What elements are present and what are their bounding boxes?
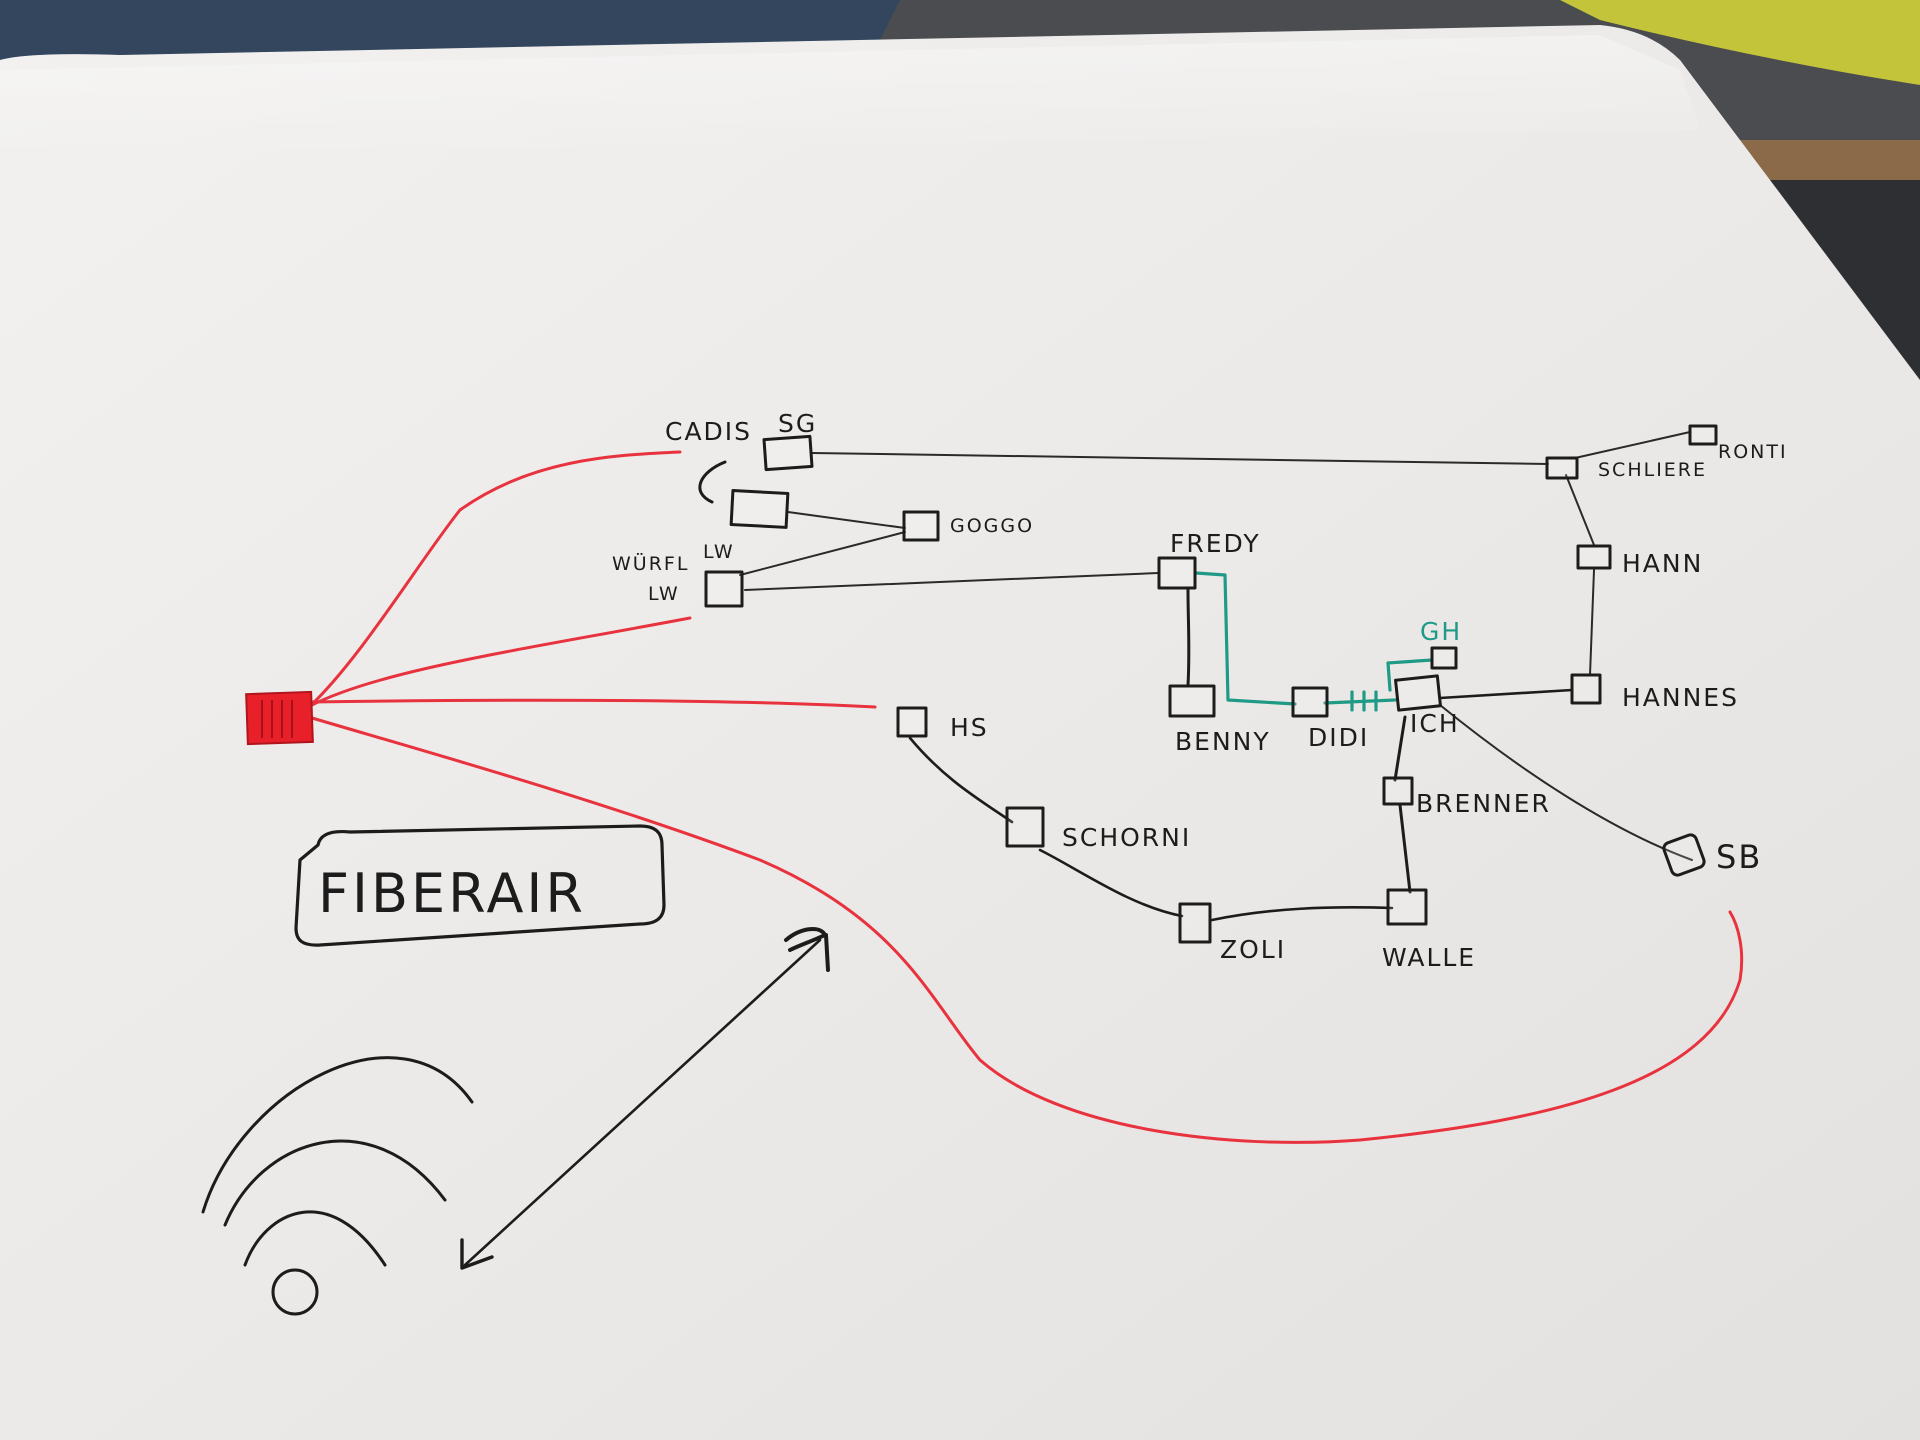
node-schliere — [1545, 456, 1579, 480]
label-lw-top: LW — [703, 541, 735, 563]
link-schliere-hann — [1565, 474, 1595, 546]
red-line-to-lw — [308, 616, 692, 708]
node-walle — [1386, 888, 1428, 926]
node-hs — [896, 706, 928, 738]
label-cadis: CADIS — [665, 417, 752, 446]
node-hannes — [1570, 673, 1602, 705]
yellow-chair — [1560, 0, 1920, 85]
red-fiber-source — [245, 690, 314, 746]
label-goggo: GOGGO — [950, 515, 1034, 537]
label-schliere: SCHLIERE — [1598, 459, 1707, 481]
red-line-to-sb-loop — [310, 716, 1744, 1144]
node-schorni — [1005, 806, 1045, 848]
title-box-text: FIBERAIR — [318, 862, 586, 925]
network-links — [739, 431, 1693, 922]
wireless-arc-middle — [223, 1139, 447, 1227]
node-brenner — [1382, 776, 1414, 806]
wooden-shelf — [1740, 140, 1920, 180]
node-fredy — [1157, 556, 1197, 590]
arrow-head-bottom — [460, 1238, 494, 1270]
title-box-outline — [294, 824, 666, 947]
label-hann: HANN — [1622, 549, 1703, 578]
node-sb — [1662, 833, 1706, 877]
link-schorni-hs — [908, 736, 1014, 824]
link-box-goggo — [787, 511, 906, 529]
label-didi: DIDI — [1308, 723, 1369, 752]
teal-didi-ich — [1323, 698, 1397, 705]
label-sb: SB — [1716, 838, 1762, 876]
label-schorni: SCHORNI — [1062, 823, 1191, 852]
red-fiber-lines — [306, 450, 1744, 1144]
node-labels: CADIS SG GOGGO WÜRFL LW LW FREDY BENNY D… — [612, 409, 1788, 972]
label-brenner: BRENNER — [1416, 789, 1551, 818]
node-unnamed-box — [729, 489, 790, 529]
whiteboard-surface — [0, 25, 1920, 1440]
board-glare — [0, 35, 1700, 160]
teal-links — [1194, 571, 1434, 712]
link-hann-hannes — [1589, 569, 1595, 676]
link-fredy-benny — [1186, 588, 1191, 687]
label-benny: BENNY — [1175, 727, 1271, 756]
label-lw-left: LW — [648, 583, 680, 605]
node-zoli — [1178, 902, 1212, 944]
label-gh: GH — [1420, 617, 1462, 646]
label-fredy: FREDY — [1170, 529, 1261, 558]
label-sg: SG — [778, 409, 817, 438]
fiberair-title-box: FIBERAIR — [294, 824, 666, 947]
label-ronti: RONTI — [1718, 441, 1788, 463]
label-hs: HS — [950, 713, 989, 742]
node-didi — [1291, 686, 1329, 718]
link-lw-goggo — [739, 531, 906, 576]
arrow-shaft — [463, 938, 822, 1267]
node-gh — [1430, 646, 1458, 670]
node-benny — [1168, 684, 1216, 718]
red-line-to-cadis — [306, 450, 682, 710]
node-goggo — [902, 510, 940, 542]
bracket-mark — [698, 460, 727, 504]
node-ich — [1394, 674, 1442, 712]
label-zoli: ZOLI — [1220, 935, 1286, 964]
red-source-hatch — [261, 700, 293, 738]
node-sg — [762, 434, 814, 472]
wireless-symbol — [201, 1056, 474, 1316]
link-ich-brenner — [1393, 715, 1407, 782]
node-hann — [1576, 544, 1612, 570]
node-lw — [704, 570, 744, 608]
wireless-arc-inner — [243, 1210, 387, 1267]
teal-ich-gh — [1386, 658, 1434, 692]
teal-fredy-benny-didi — [1194, 571, 1297, 706]
link-ich-sb — [1439, 704, 1693, 861]
link-brenner-walle — [1398, 803, 1412, 894]
label-wurfl: WÜRFL — [612, 552, 689, 575]
link-walle-zoli — [1210, 906, 1394, 922]
double-arrow — [460, 927, 830, 1270]
node-ronti — [1688, 424, 1718, 446]
arrow-head-top-scribble — [784, 927, 830, 972]
network-nodes — [704, 424, 1718, 944]
wireless-dot — [271, 1268, 319, 1316]
label-ich: ICH — [1410, 709, 1460, 738]
wireless-arc-outer — [201, 1056, 474, 1214]
link-ich-hannes — [1438, 688, 1574, 700]
red-line-to-hs — [310, 698, 877, 709]
link-zoli-schorni — [1038, 848, 1184, 918]
link-schliere-ronti — [1574, 431, 1691, 459]
label-walle: WALLE — [1382, 943, 1476, 972]
link-sg-schliere — [811, 452, 1549, 465]
label-hannes: HANNES — [1622, 683, 1739, 712]
link-lw-fredy — [744, 572, 1159, 591]
